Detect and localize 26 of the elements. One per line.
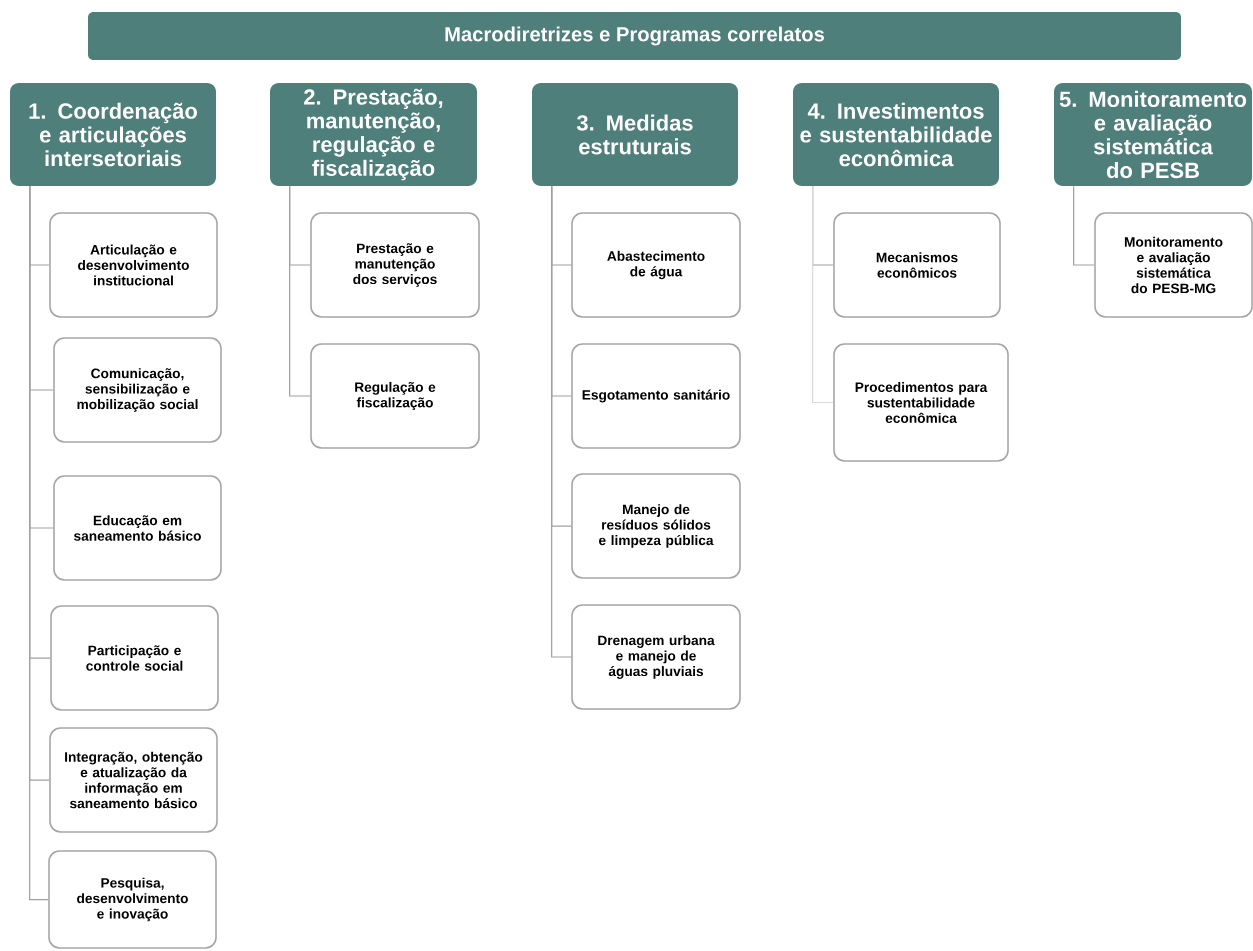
heading-box: 4. Investimentos e sustentabilidade econômica — [793, 83, 999, 186]
heading-box: 3. Medidas estruturais — [532, 83, 738, 186]
program-box: Mecanismos econômicos — [833, 212, 1001, 318]
title-banner: Macrodiretrizes e Programas correlatos — [88, 12, 1181, 60]
program-box: Pesquisa, desenvolvimento e inovação — [48, 850, 217, 949]
heading-box: 2. Prestação, manutenção, regulação e fiscalização — [270, 83, 477, 186]
program-box: Esgotamento sanitário — [571, 343, 741, 449]
program-box: Comunicação, sensibilização e mobilização social — [53, 337, 222, 443]
program-box: Articulação e desenvolvimento institucional — [49, 212, 218, 318]
program-box: Regulação e fiscalização — [310, 343, 480, 449]
program-box: Prestação e manutenção dos serviços — [310, 212, 480, 318]
program-box: Educação em saneamento básico — [53, 475, 222, 581]
connector-line — [1073, 185, 1095, 266]
connector-line — [551, 185, 572, 658]
connector-line — [289, 185, 311, 397]
connector-line — [812, 185, 834, 404]
program-box: Manejo de resíduos sólidos e limpeza pública — [571, 473, 741, 579]
program-box: Procedimentos para sustentabilidade econômica — [833, 343, 1009, 462]
program-box: Participação e controle social — [50, 605, 219, 711]
program-box: Monitoramento e avaliação sistemática do PESB-MG — [1094, 212, 1253, 318]
heading-box: 1. Coordenação e articulações intersetoriais — [10, 83, 216, 186]
program-box: Abastecimento de água — [571, 212, 741, 318]
connector-line — [29, 185, 49, 901]
program-box: Integração, obtenção e atualização da informação em saneamento básico — [49, 727, 218, 833]
heading-box: 5. Monitoramento e avaliação sistemática do PESB — [1054, 83, 1252, 186]
program-box: Drenagem urbana e manejo de águas pluviais — [571, 604, 741, 710]
